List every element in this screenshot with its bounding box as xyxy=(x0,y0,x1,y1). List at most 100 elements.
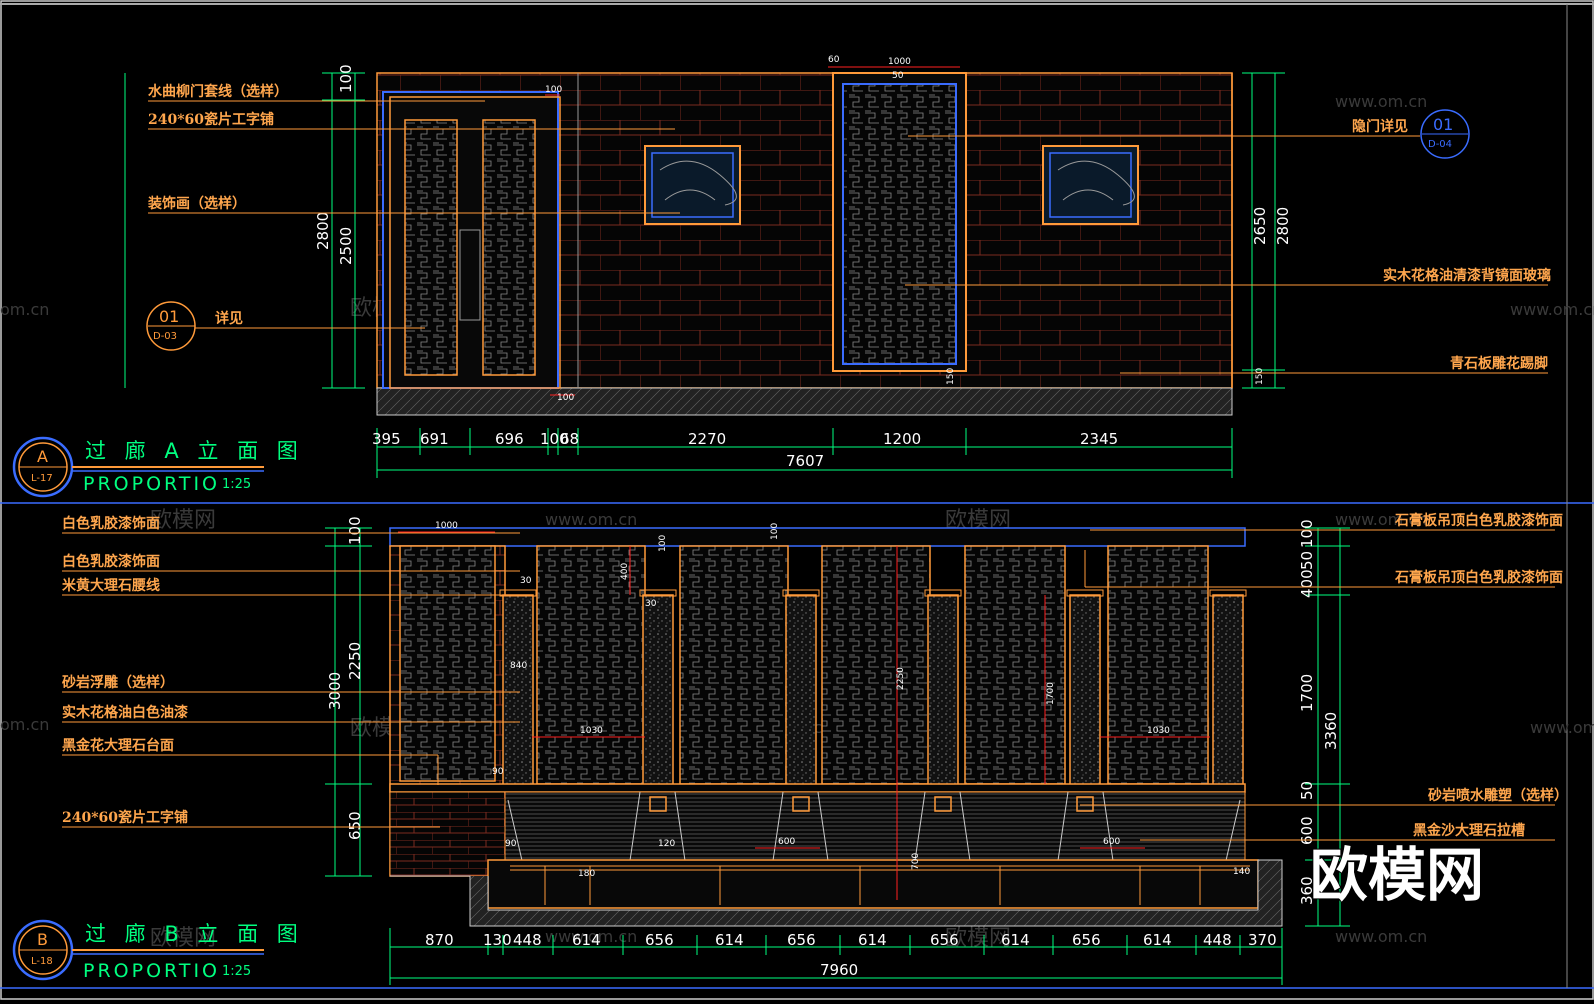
basin-ribs xyxy=(510,865,1250,905)
dim-label: 100 xyxy=(1298,519,1316,548)
door-handle-plate xyxy=(459,229,481,321)
callout-marble-band: 米黄大理石腰线 xyxy=(62,577,160,594)
callout-skirting: 青石板雕花踢脚 xyxy=(1450,355,1548,372)
svg-text:D-04: D-04 xyxy=(1428,139,1452,150)
detail-bubble-left: 01 D-03 xyxy=(146,301,196,351)
dim-total: 7607 xyxy=(786,452,824,470)
watermark-text: www.om.cn xyxy=(1335,92,1427,111)
painting-inner xyxy=(651,152,734,218)
dim-label: 600 xyxy=(1298,816,1316,845)
svg-text:L-17: L-17 xyxy=(31,473,53,484)
watermark-text: 欧模网 xyxy=(150,926,216,951)
dim-label: 696 xyxy=(495,430,524,448)
dim-label: 30 xyxy=(645,599,657,609)
watermark-text: www.om.cn xyxy=(545,510,637,529)
marble-counter xyxy=(389,783,1246,793)
title-block-b: B L-18 过 廊 B 立 面 图 PROPORTIO 1:25 xyxy=(12,919,304,982)
dim-label: 150 xyxy=(1255,368,1265,385)
dim-label: 120 xyxy=(658,839,675,849)
scale-label: 1:25 xyxy=(222,477,251,492)
dim-label: 50 xyxy=(892,71,904,81)
grooved-marble xyxy=(504,791,1246,861)
dim-label: 448 xyxy=(1203,931,1232,949)
dim-label: 400 xyxy=(1298,569,1316,598)
spouts xyxy=(649,796,1094,812)
dim-label: 2800 xyxy=(314,212,332,250)
callout-marble-counter: 黑金花大理石台面 xyxy=(62,737,174,754)
dim-label: 90 xyxy=(505,839,517,849)
callout-gypsum-ceiling: 石膏板吊顶白色乳胶漆饰面 xyxy=(1394,569,1563,586)
callout-tile: 240*60瓷片工字铺 xyxy=(148,111,274,128)
dim-label: 614 xyxy=(1001,931,1030,949)
dim-label: 100 xyxy=(545,85,562,95)
watermark-text: www.om.cn xyxy=(545,927,637,946)
callout-latex-paint: 白色乳胶漆饰面 xyxy=(62,553,160,570)
dim-label: 656 xyxy=(645,931,674,949)
floor-section xyxy=(390,859,1283,927)
svg-text:01: 01 xyxy=(1433,115,1453,134)
detail-bubble-right: 01 D-04 xyxy=(1420,109,1470,159)
dim-label: 691 xyxy=(420,430,449,448)
painting-art xyxy=(1057,160,1135,206)
door-panel-right xyxy=(482,119,536,376)
dims-bottom-b xyxy=(389,928,1283,985)
dim-label: 360 xyxy=(1298,876,1316,905)
dim-label: 2250 xyxy=(346,642,364,680)
callout-leaders-b xyxy=(62,529,1555,841)
callout-hidden-door: 隐门详见 xyxy=(1352,118,1408,135)
dim-label: 395 xyxy=(372,430,401,448)
callout-sandstone-relief: 砂岩浮雕（选样） xyxy=(61,674,174,691)
title-block-a: A L-17 过 廊 A 立 面 图 PROPORTIO 1:25 xyxy=(12,436,304,498)
painting-right xyxy=(1042,145,1139,225)
dim-label: 656 xyxy=(787,931,816,949)
dim-label: 700 xyxy=(911,853,921,870)
watermark-text: www.om.cn xyxy=(1510,300,1594,319)
dim-label: 656 xyxy=(930,931,959,949)
water-basin xyxy=(487,859,1259,909)
dim-label: 870 xyxy=(425,931,454,949)
dim-label: 90 xyxy=(492,767,504,777)
dim-label: 150 xyxy=(946,368,956,385)
dim-label: 50 xyxy=(1298,551,1316,570)
dim-label: 2270 xyxy=(688,430,726,448)
elevation-title: 过 廊 B 立 面 图 xyxy=(85,922,304,946)
skirting-a xyxy=(376,387,1233,416)
callout-detail: 详见 xyxy=(215,310,243,327)
dim-label: 68 xyxy=(560,430,579,448)
painting-left xyxy=(644,145,741,225)
elevation-b: 1000 100 100 400 30 840 1030 2250 1700 1… xyxy=(12,512,1568,985)
watermark-text: om.cn xyxy=(0,300,49,319)
dim-label: 650 xyxy=(346,811,364,840)
dim-label: 1200 xyxy=(883,430,921,448)
svg-text:01: 01 xyxy=(159,307,179,326)
dim-label: 3000 xyxy=(326,672,344,710)
dim-label: 100 xyxy=(540,430,569,448)
hidden-door-panel xyxy=(842,83,957,365)
dim-label: 400 xyxy=(620,563,630,580)
dim-label: 600 xyxy=(778,837,795,847)
elevation-title: 过 廊 A 立 面 图 xyxy=(85,439,304,463)
callout-tile: 240*60瓷片工字铺 xyxy=(62,809,188,826)
red-dims-b xyxy=(398,531,1210,900)
dim-label: 2800 xyxy=(1274,207,1292,245)
dim-label: 2500 xyxy=(337,227,355,265)
dim-total: 7960 xyxy=(820,961,858,979)
dim-label: 614 xyxy=(1143,931,1172,949)
callout-lattice: 实木花格油白色油漆 xyxy=(62,704,188,721)
painting-inner xyxy=(1049,152,1132,218)
red-dims-a xyxy=(545,66,960,396)
dim-label: 656 xyxy=(1072,931,1101,949)
dims-right-b xyxy=(1305,527,1350,927)
dim-label: 100 xyxy=(557,393,574,403)
proportion-label: PROPORTIO xyxy=(83,960,220,982)
dim-label: 614 xyxy=(572,931,601,949)
callout-leaders-a xyxy=(148,100,1548,374)
watermark-text: om.cn xyxy=(0,715,49,734)
watermark-text: www.om.cn xyxy=(1335,927,1427,946)
door-casing xyxy=(389,96,561,389)
dim-label: 2250 xyxy=(896,667,906,690)
callout-painting: 装饰画（选样） xyxy=(147,195,246,212)
dim-label: 1000 xyxy=(888,57,911,67)
